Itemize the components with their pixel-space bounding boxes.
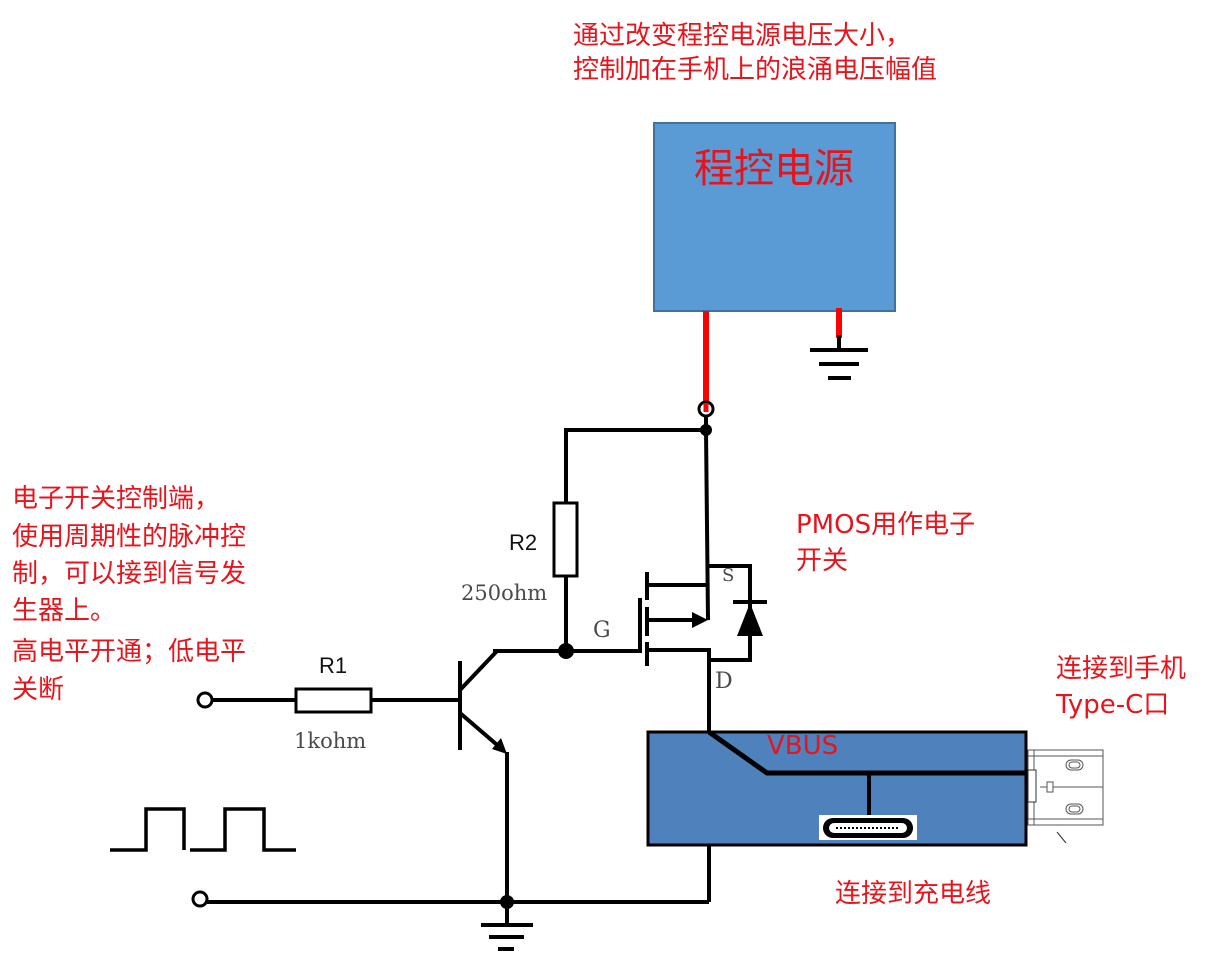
phone-note-line-2: Type-C口 (1055, 690, 1169, 720)
vbus-trace (707, 729, 1030, 776)
npn-transistor-icon (458, 649, 566, 758)
left-note-line-4: 生器上。 (12, 596, 116, 626)
junction-source (700, 424, 712, 436)
left-annotation: 电子开关控制端， 使用周期性的脉冲控 制，可以接到信号发 生器上。 高电平开通；… (12, 484, 246, 705)
test-adapter-board: VBUS (646, 729, 1030, 847)
left-note-line-5: 高电平开通；低电平 (12, 637, 246, 667)
control-ground-terminal (191, 890, 209, 908)
pmos-note-line-2: 开关 (796, 546, 848, 576)
top-annotation: 通过改变程控电源电压大小， 控制加在手机上的浪涌电压幅值 (573, 21, 937, 85)
top-note-line-2: 控制加在手机上的浪涌电压幅值 (573, 55, 937, 85)
body-diode-icon (733, 600, 767, 636)
cable-annotation: 连接到充电线 (835, 879, 991, 909)
supply-ground-icon (810, 335, 868, 380)
source-label: S (722, 565, 734, 586)
gate-label: G (593, 618, 611, 643)
pmos-transistor-icon (645, 564, 752, 666)
r2-name-label: R2 (509, 530, 537, 555)
programmable-power-supply: 程控电源 (653, 122, 896, 312)
left-note-line-1: 电子开关控制端， (12, 484, 220, 514)
r2-value-label: 250ohm (461, 581, 547, 605)
circuit-ground-icon (481, 902, 533, 951)
drain-label: D (715, 669, 733, 694)
r1-value-label: 1kohm (294, 729, 366, 753)
phone-note-line-1: 连接到手机 (1056, 654, 1186, 684)
left-note-line-3: 制，可以接到信号发 (12, 559, 246, 589)
resistor-r1: R1 1kohm (294, 653, 373, 753)
pmos-note-line-1: PMOS用作电子 (796, 510, 975, 540)
vbus-label: VBUS (767, 731, 838, 761)
top-note-line-1: 通过改变程控电源电压大小， (573, 21, 911, 51)
circuit-wires (110, 416, 711, 904)
type-c-plug-icon (1027, 749, 1104, 844)
left-note-line-6: 关断 (12, 675, 64, 705)
phone-annotation: 连接到手机 Type-C口 (1055, 654, 1186, 720)
resistor-r2: R2 250ohm (461, 501, 579, 605)
left-note-line-2: 使用周期性的脉冲控 (12, 522, 246, 552)
usb-c-receptacle-icon (819, 815, 917, 840)
r1-name-label: R1 (319, 653, 347, 678)
power-supply-box (653, 122, 896, 312)
control-input-terminal (196, 691, 214, 709)
pmos-annotation: PMOS用作电子 开关 (796, 510, 975, 576)
power-supply-label: 程控电源 (694, 146, 854, 192)
